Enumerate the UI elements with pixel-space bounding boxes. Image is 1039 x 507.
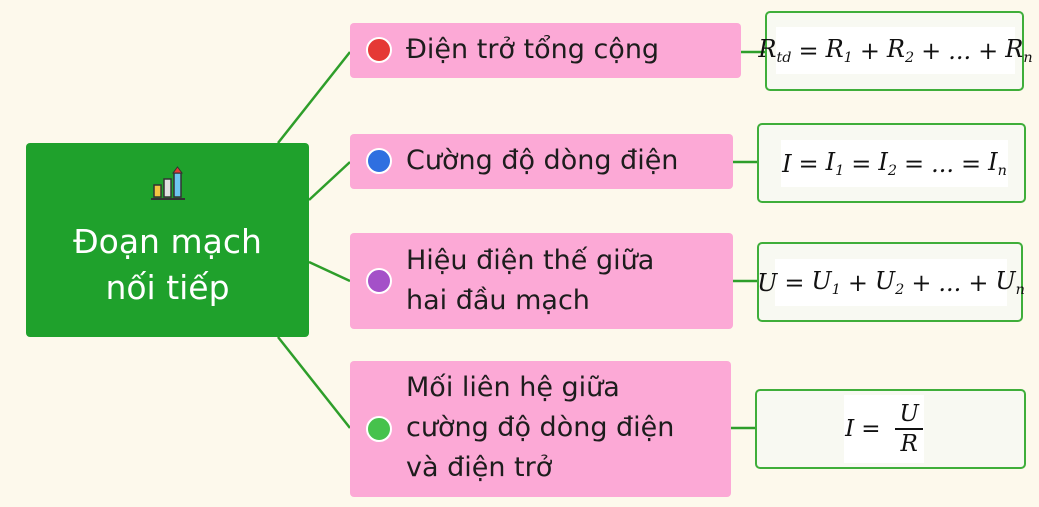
- formula-operator: =: [851, 149, 872, 178]
- connector-root-branch-4: [277, 336, 351, 429]
- formula-lhs: I: [782, 149, 792, 178]
- formula-term: ...: [948, 36, 972, 65]
- root-title: Đoạn mạch nối tiếp: [73, 222, 262, 307]
- formula-term: I2: [878, 147, 898, 180]
- branch-total-resistance[interactable]: Điện trở tổng cộng: [350, 23, 741, 78]
- formula-current: I=I1=I2=...=In: [757, 123, 1026, 203]
- formula-term: U1: [811, 266, 841, 299]
- connector-root-branch-2: [308, 161, 351, 201]
- formula-operator: =: [961, 149, 982, 178]
- formula-operator: =: [784, 268, 805, 297]
- formula-operator: =: [904, 149, 925, 178]
- formula-term: R1: [825, 34, 853, 67]
- bar-chart-icon: [151, 166, 185, 200]
- fraction-numerator: U: [895, 401, 923, 430]
- formula-2-expression: I=I1=I2=...=In: [781, 140, 1008, 187]
- formula-term: Rn: [1005, 34, 1033, 67]
- branch-1-label: Điện trở tổng cộng: [406, 34, 660, 65]
- branch-relation[interactable]: Mối liên hệ giữa cường độ dòng điện và đ…: [350, 361, 731, 497]
- formula-term: R2: [886, 34, 915, 67]
- formula-term: Un: [995, 266, 1025, 299]
- formula-lhs: Rtd: [758, 34, 792, 67]
- formula-operator: =: [861, 416, 881, 442]
- root-node[interactable]: Đoạn mạch nối tiếp: [26, 143, 309, 337]
- formula-operator: +: [968, 268, 989, 297]
- branch-current[interactable]: Cường độ dòng điện: [350, 134, 733, 189]
- formula-total-resistance: Rtd=R1+R2+...+Rn: [758, 11, 1033, 91]
- formula-3-expression: U=U1+U2+...+Un: [757, 259, 1025, 306]
- formula-operator: =: [798, 36, 819, 65]
- formula-operator: +: [859, 36, 880, 65]
- formula-term: ...: [931, 149, 955, 178]
- formula-operator: +: [847, 268, 868, 297]
- formula-operator: =: [798, 149, 819, 178]
- fraction-denominator: R: [900, 431, 918, 457]
- formula-1-expression: Rtd=R1+R2+...+Rn: [758, 27, 1033, 74]
- formula-operator: +: [921, 36, 942, 65]
- connector-root-branch-3: [308, 260, 351, 283]
- branch-3-label: Hiệu điện thế giữa hai đầu mạch: [406, 245, 655, 316]
- branch-voltage[interactable]: Hiệu điện thế giữa hai đầu mạch: [350, 233, 733, 329]
- formula-term: ...: [938, 268, 962, 297]
- formula-lhs: I: [845, 416, 855, 442]
- branch-4-dot-icon: [366, 416, 392, 442]
- branch-2-dot-icon: [366, 148, 392, 174]
- formula-operator: +: [911, 268, 932, 297]
- branch-4-label: Mối liên hệ giữa cường độ dòng điện và đ…: [406, 372, 675, 483]
- formula-operator: +: [978, 36, 999, 65]
- branch-2-label: Cường độ dòng điện: [406, 145, 679, 176]
- branch-1-dot-icon: [366, 37, 392, 63]
- formula-term: U2: [874, 266, 905, 299]
- branch-3-dot-icon: [366, 268, 392, 294]
- formula-term: In: [988, 147, 1007, 180]
- formula-voltage: U=U1+U2+...+Un: [757, 242, 1025, 322]
- connector-root-branch-1: [277, 51, 351, 144]
- formula-term: I1: [825, 147, 845, 180]
- formula-lhs: U: [757, 268, 778, 297]
